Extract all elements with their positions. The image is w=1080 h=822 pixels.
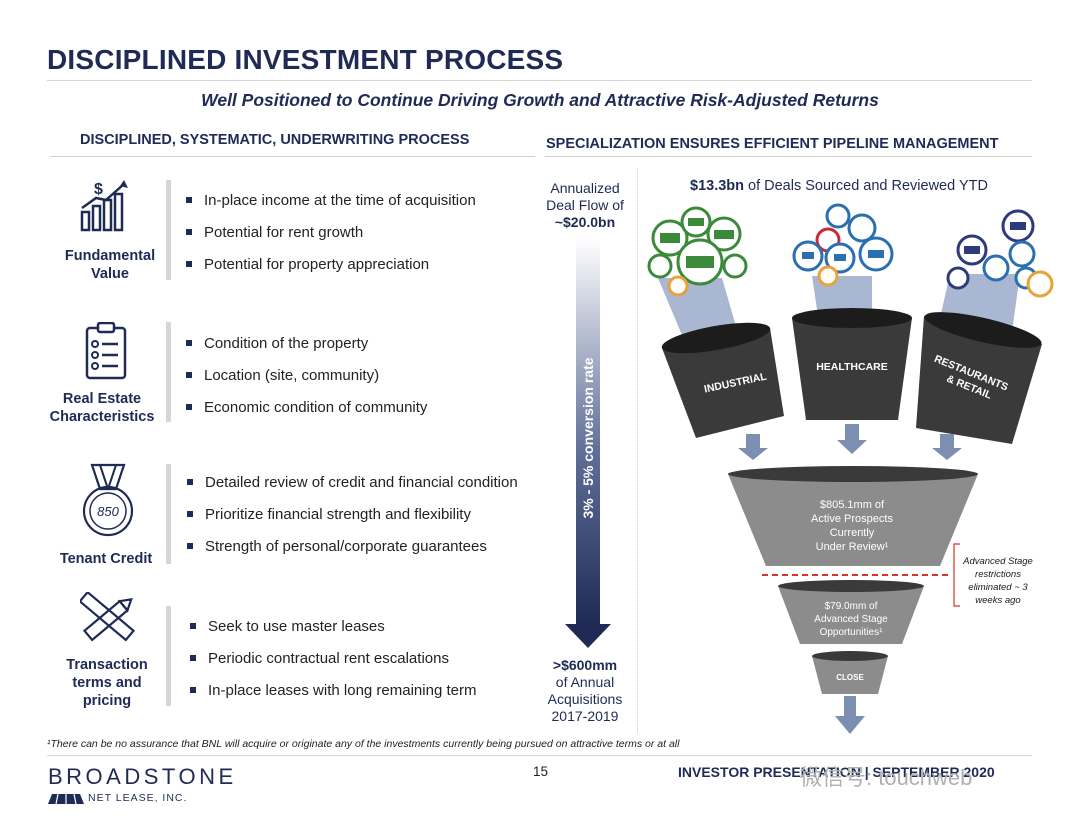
- brand-logo-text: BROADSTONE: [48, 764, 237, 789]
- pipeline-funnel-graphic: INDUSTRIAL HEALTHCARE RESTAURANTS & RETA…: [640, 198, 1080, 743]
- industrial-funnel: INDUSTRIAL: [661, 322, 784, 460]
- list-item: Prioritize financial strength and flexib…: [187, 506, 518, 538]
- deal-flow-value: ~$20.0bn: [554, 214, 616, 230]
- column-separator: [637, 168, 638, 733]
- stage2-line: Opportunities¹: [820, 627, 883, 638]
- industrial-deal-icons: [647, 206, 748, 297]
- footer-divider: [47, 755, 1032, 756]
- page-subtitle: Well Positioned to Continue Driving Grow…: [201, 90, 879, 110]
- category-label-line: Transaction: [66, 657, 148, 673]
- note-bracket: [953, 543, 960, 607]
- list-item: Strength of personal/corporate guarantee…: [187, 538, 518, 570]
- category-label-line: Real Estate: [62, 391, 142, 407]
- brand-subtitle: NET LEASE, INC.: [88, 792, 188, 804]
- annual-acquisitions-label: >$600mm of Annual Acquisitions 2017-2019: [535, 657, 635, 725]
- annual-acquisitions-value: >$600mm: [552, 657, 618, 673]
- stage-close: CLOSE: [812, 651, 888, 694]
- retail-deal-icons: [946, 209, 1054, 298]
- note-line: Advanced Stage: [962, 556, 1033, 567]
- deal-flow-line: Annualized: [550, 180, 620, 196]
- left-section-heading: DISCIPLINED, SYSTEMATIC, UNDERWRITING PR…: [80, 132, 470, 148]
- annual-acquisitions-line: of Annual: [555, 674, 615, 690]
- list-item: In-place income at the time of acquisiti…: [186, 192, 476, 224]
- category-label-line: terms and: [72, 675, 142, 691]
- note-line: eliminated ~ 3: [968, 582, 1028, 593]
- category-label-line: Tenant Credit: [59, 551, 153, 567]
- watermark-text: 微信号: touchweb: [800, 765, 973, 790]
- deals-sourced-value: $13.3bn: [690, 178, 744, 194]
- conversion-arrow: 3% - 5% conversion rate: [565, 238, 611, 655]
- list-item: Location (site, community): [186, 367, 427, 399]
- credit-score-medal-icon: 850: [78, 463, 138, 548]
- annual-acquisitions-line: 2017-2019: [551, 708, 619, 724]
- close-arrow: [835, 696, 865, 734]
- category-label-line: Fundamental: [64, 248, 156, 264]
- credit-badge-text: 850: [97, 504, 119, 519]
- chart-growth-icon: $: [78, 178, 132, 239]
- category-label-transaction: Transaction terms and pricing: [42, 656, 172, 710]
- footnote: ¹There can be no assurance that BNL will…: [47, 738, 680, 750]
- category-label-fundamental-value: Fundamental Value: [45, 247, 175, 283]
- ruler-pencil-icon: [78, 590, 138, 651]
- svg-text:$: $: [94, 181, 103, 198]
- right-section-heading: SPECIALIZATION ENSURES EFFICIENT PIPELIN…: [546, 136, 999, 152]
- category-divider-bar: [166, 606, 171, 706]
- transaction-bullets: Seek to use master leases Periodic contr…: [190, 618, 476, 714]
- deals-sourced-text: $13.3bn of Deals Sourced and Reviewed YT…: [690, 178, 988, 194]
- right-heading-rule: [545, 156, 1032, 157]
- category-label-line: Value: [91, 266, 129, 282]
- retail-funnel: RESTAURANTS & RETAIL: [916, 312, 1042, 460]
- list-item: Economic condition of community: [186, 399, 427, 431]
- healthcare-deal-icons: [792, 203, 894, 287]
- clipboard-checklist-icon: [84, 321, 128, 385]
- conversion-rate-text: 3% - 5% conversion rate: [580, 357, 596, 518]
- brand-logo-icon: [48, 790, 84, 809]
- category-label-line: Characteristics: [49, 409, 155, 425]
- category-divider-bar: [166, 322, 171, 422]
- funnel-label-healthcare: HEALTHCARE: [816, 361, 888, 373]
- title-divider: [47, 80, 1032, 81]
- list-item: In-place leases with long remaining term: [190, 682, 476, 714]
- category-label-real-estate: Real Estate Characteristics: [37, 390, 167, 426]
- page-number: 15: [533, 764, 549, 779]
- stage2-line: Advanced Stage: [814, 614, 888, 625]
- presentation-label: INVESTOR PRESENTATION | SEPTEMBER 2020: [678, 764, 995, 780]
- page-title: DISCIPLINED INVESTMENT PROCESS: [47, 44, 564, 75]
- deal-flow-label: Annualized Deal Flow of ~$20.0bn: [535, 180, 635, 231]
- list-item: Potential for rent growth: [186, 224, 476, 256]
- list-item: Periodic contractual rent escalations: [190, 650, 476, 682]
- real-estate-bullets: Condition of the property Location (site…: [186, 335, 427, 431]
- tenant-credit-bullets: Detailed review of credit and financial …: [187, 474, 518, 570]
- advanced-stage-note: Advanced Stage restrictions eliminated ~…: [962, 556, 1033, 606]
- healthcare-funnel: HEALTHCARE: [792, 308, 912, 454]
- list-item: Condition of the property: [186, 335, 427, 367]
- note-line: restrictions: [975, 569, 1021, 580]
- deal-flow-line: Deal Flow of: [546, 197, 624, 213]
- category-divider-bar: [166, 180, 171, 280]
- category-divider-bar: [166, 464, 171, 564]
- stage1-line: Under Review¹: [816, 541, 889, 553]
- category-label-line: pricing: [82, 693, 132, 709]
- stage-active-prospects: $805.1mm of Active Prospects Currently U…: [728, 466, 978, 566]
- left-heading-rule: [50, 156, 535, 157]
- annual-acquisitions-line: Acquisitions: [547, 691, 623, 707]
- deals-sourced-label: of Deals Sourced and Reviewed YTD: [744, 178, 988, 194]
- stage1-line: Active Prospects: [811, 513, 893, 525]
- stage3-label: CLOSE: [836, 673, 864, 682]
- category-label-tenant-credit: Tenant Credit: [41, 550, 171, 568]
- list-item: Potential for property appreciation: [186, 256, 476, 288]
- stage1-line: Currently: [830, 527, 875, 539]
- stage1-line: $805.1mm of: [820, 499, 885, 511]
- note-line: weeks ago: [975, 595, 1020, 606]
- stage-advanced-opportunities: $79.0mm of Advanced Stage Opportunities¹: [778, 580, 924, 644]
- stage2-line: $79.0mm of: [825, 601, 878, 612]
- list-item: Detailed review of credit and financial …: [187, 474, 518, 506]
- list-item: Seek to use master leases: [190, 618, 476, 650]
- fundamental-value-bullets: In-place income at the time of acquisiti…: [186, 192, 476, 288]
